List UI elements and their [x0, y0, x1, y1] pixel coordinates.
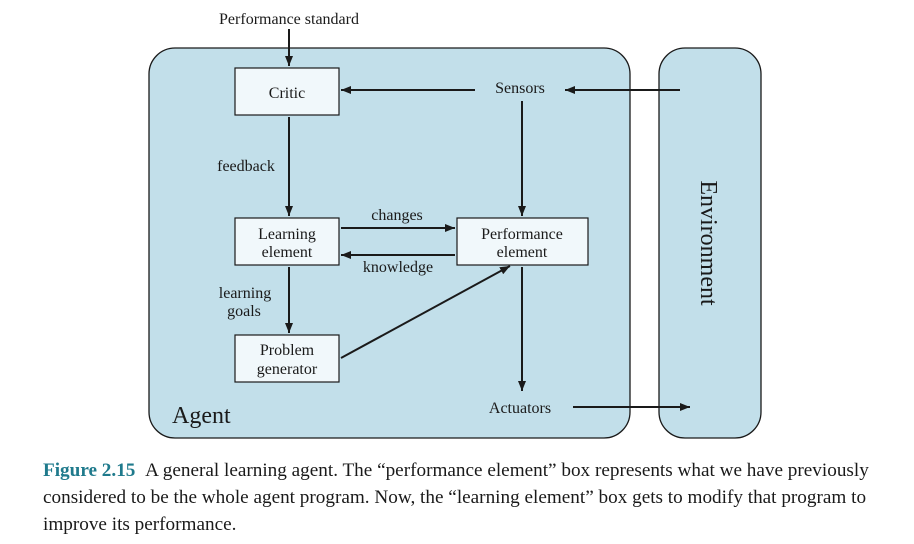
problem-generator-label-line1: Problem — [260, 342, 315, 359]
sensors-label: Sensors — [495, 80, 545, 97]
changes-label: changes — [371, 207, 423, 224]
performance-element-label-line2: element — [497, 244, 548, 261]
learning-element-label-line1: Learning — [258, 226, 316, 243]
learning-agent-diagram: Performance standard Critic Sensors feed… — [148, 11, 762, 439]
problem-generator-label-line2: generator — [257, 361, 318, 378]
critic-label: Critic — [269, 85, 305, 102]
figure-number: Figure 2.15 — [43, 460, 136, 481]
problem-generator-to-performance-arrow — [340, 265, 511, 359]
agent-label: Agent — [172, 403, 231, 429]
problem-generator-box — [234, 334, 340, 383]
environment-panel — [658, 47, 762, 439]
learning-element-box — [234, 217, 340, 266]
learning-goals-label-line1: learning — [219, 285, 271, 302]
actuators-label: Actuators — [489, 400, 551, 417]
learning-element-label-line2: element — [262, 244, 313, 261]
performance-element-label-line1: Performance — [481, 226, 563, 243]
knowledge-label: knowledge — [363, 259, 433, 276]
figure-caption: Figure 2.15 A general learning agent. Th… — [43, 457, 883, 538]
feedback-label: feedback — [217, 158, 275, 175]
performance-standard-label: Performance standard — [219, 11, 359, 28]
caption-text: A general learning agent. The “performan… — [43, 460, 869, 535]
environment-label: Environment — [695, 180, 721, 306]
performance-element-box — [456, 217, 589, 266]
learning-goals-label-line2: goals — [227, 303, 261, 320]
critic-box — [234, 67, 340, 116]
